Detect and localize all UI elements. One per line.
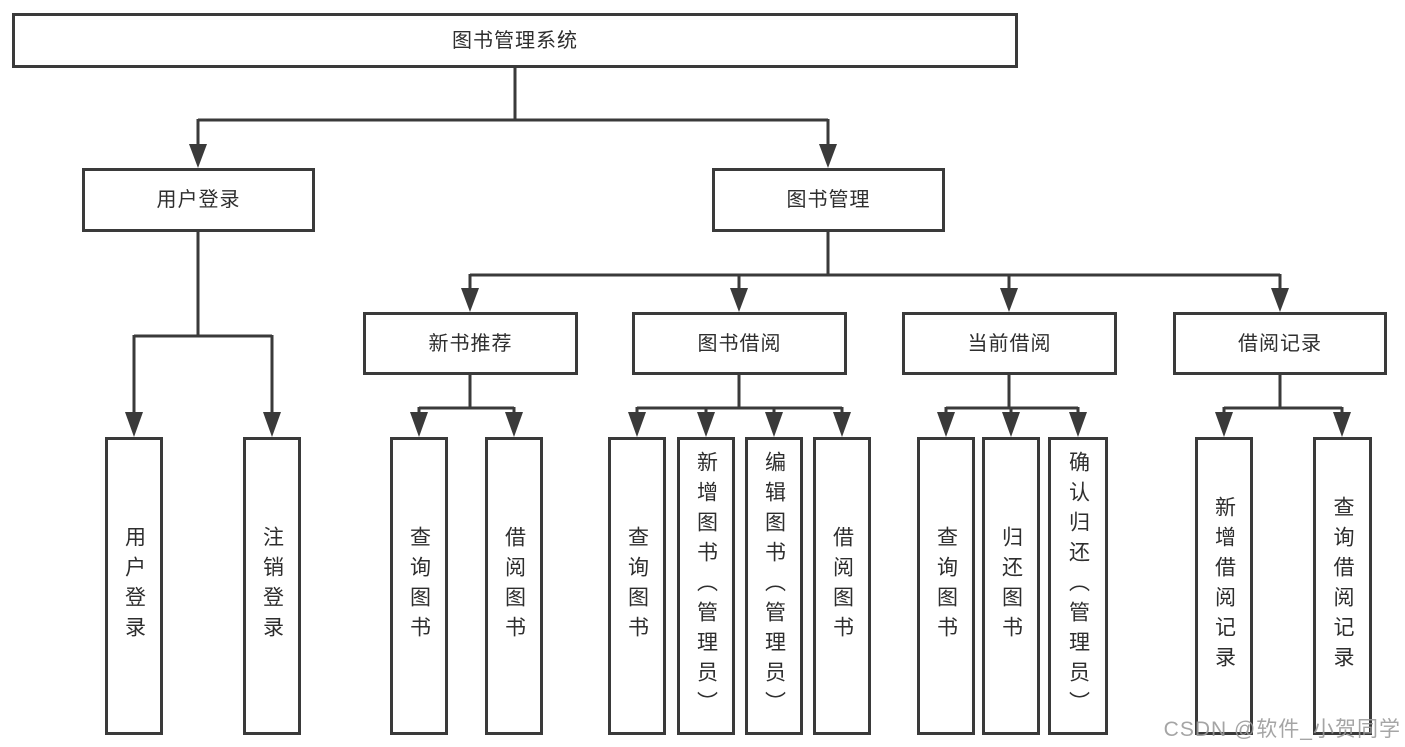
node-book-borrowing: 图书借阅 [632,312,847,375]
arrowheads [125,144,1351,437]
leaf-newbook-borrow-books: 借阅图书 [485,437,543,735]
leaf-current-confirm-return-admin: 确认归还（管理员） [1048,437,1108,735]
node-user-login-group: 用户登录 [82,168,315,232]
leaf-newbook-query-books: 查询图书 [390,437,448,735]
leaf-current-query-books: 查询图书 [917,437,975,735]
leaf-records-add-record: 新增借阅记录 [1195,437,1253,735]
leaf-current-return-books: 归还图书 [982,437,1040,735]
node-new-book-recommendation: 新书推荐 [363,312,578,375]
leaf-borrow-query-books: 查询图书 [608,437,666,735]
node-borrowing-records: 借阅记录 [1173,312,1387,375]
leaf-borrow-borrow-books: 借阅图书 [813,437,871,735]
node-root: 图书管理系统 [12,13,1018,68]
leaf-borrow-edit-books-admin: 编辑图书（管理员） [745,437,803,735]
leaf-records-query-record: 查询借阅记录 [1313,437,1372,735]
csdn-watermark: CSDN @软件_小贺同学 [1163,718,1401,741]
leaf-user-login: 用户登录 [105,437,163,735]
node-book-management-group: 图书管理 [712,168,945,232]
leaf-borrow-add-books-admin: 新增图书（管理员） [677,437,735,735]
node-current-borrowing: 当前借阅 [902,312,1117,375]
leaf-logout: 注销登录 [243,437,301,735]
